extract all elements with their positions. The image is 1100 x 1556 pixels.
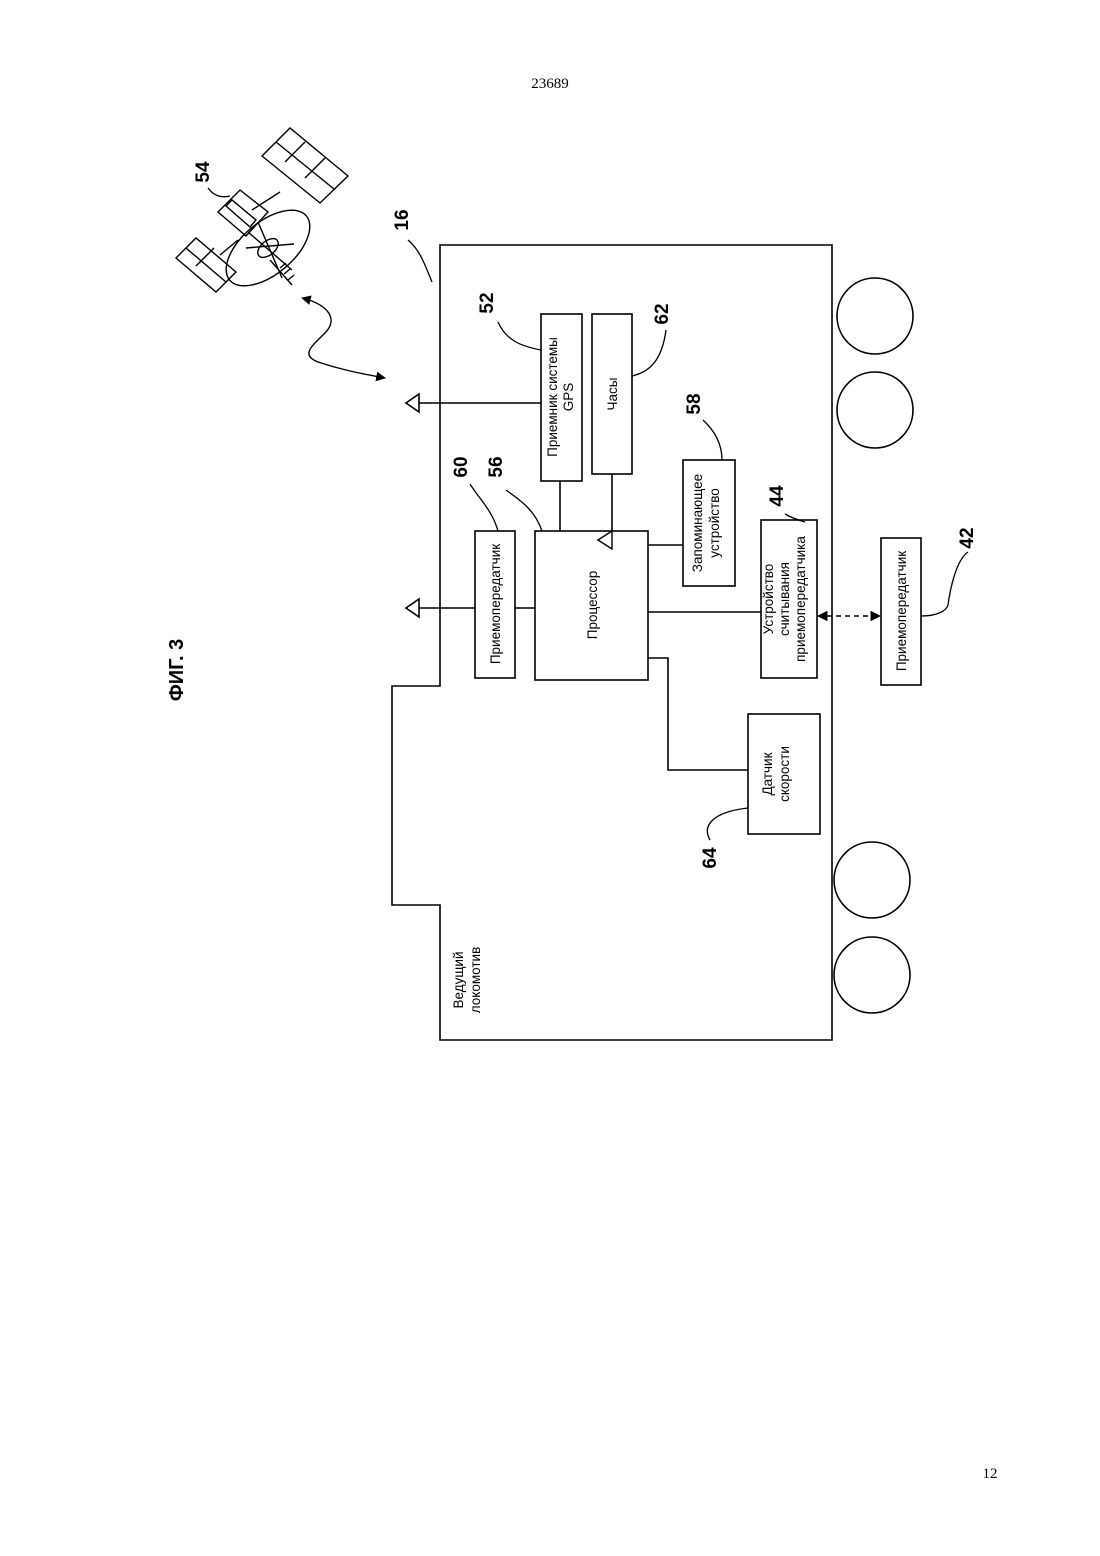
- ref-42-leader: [921, 552, 968, 616]
- transponder-reader-label-line-3: приемопередатчика: [793, 536, 808, 662]
- transponder-reader-label: Устройство считывания приемопередатчика: [761, 536, 808, 662]
- locomotive-label: Ведущий локомотив: [451, 947, 483, 1014]
- speed-sensor-label: Датчик скорости: [760, 746, 792, 802]
- ref-16: 16: [392, 209, 413, 230]
- transponder-reader-label-line-2: считывания: [777, 562, 792, 636]
- satellite-icon: [176, 128, 348, 300]
- speed-sensor-label-line-1: Датчик: [760, 752, 775, 795]
- ref-54: 54: [193, 161, 214, 183]
- ref-56: 56: [486, 456, 507, 477]
- ref-62: 62: [652, 303, 673, 324]
- memory-label: Запоминающее устройство: [690, 474, 722, 572]
- ref-54-leader: [208, 188, 230, 197]
- speed-sensor-label-line-2: скорости: [777, 746, 792, 802]
- transponder-reader-label-line-1: Устройство: [761, 564, 776, 635]
- locomotive-label-line-1: Ведущий: [451, 951, 466, 1008]
- wheel-4: [834, 937, 910, 1013]
- ref-56-leader: [506, 490, 542, 531]
- locomotive-label-line-2: локомотив: [468, 947, 483, 1014]
- gps-receiver-label-line-1: Приемник системы: [545, 337, 560, 457]
- clock-label: Часы: [605, 378, 620, 411]
- ref-42: 42: [957, 527, 978, 548]
- ref-58: 58: [684, 393, 705, 414]
- figure-title: ФИГ. 3: [166, 639, 188, 702]
- ref-58-leader: [703, 420, 722, 460]
- wheel-1: [837, 278, 913, 354]
- processor-clock-input-icon: [598, 531, 612, 549]
- wheel-3: [834, 842, 910, 918]
- locomotive-body: [392, 245, 832, 1040]
- wayside-transponder-label: Приемопередатчик: [894, 551, 909, 671]
- ref-60-leader: [470, 484, 498, 531]
- processor-label: Процессор: [585, 571, 600, 639]
- gps-antenna-icon: [406, 394, 541, 412]
- gps-receiver-label-line-2: GPS: [561, 383, 576, 412]
- ref-64-leader: [707, 808, 748, 840]
- ref-44: 44: [767, 485, 788, 507]
- ref-52-leader: [498, 322, 541, 350]
- memory-label-line-1: Запоминающее: [690, 474, 705, 572]
- page-number: 12: [970, 1466, 1010, 1483]
- transceiver-label: Приемопередатчик: [488, 544, 503, 664]
- gps-receiver-label: Приемник системы GPS: [545, 337, 576, 457]
- wheel-2: [837, 372, 913, 448]
- ref-64: 64: [700, 847, 721, 869]
- ref-16-leader: [408, 240, 432, 282]
- ref-60: 60: [451, 456, 472, 477]
- ref-62-leader: [632, 330, 666, 376]
- memory-label-line-2: устройство: [707, 488, 722, 558]
- gps-radio-link: [302, 298, 385, 378]
- ref-52: 52: [477, 292, 498, 313]
